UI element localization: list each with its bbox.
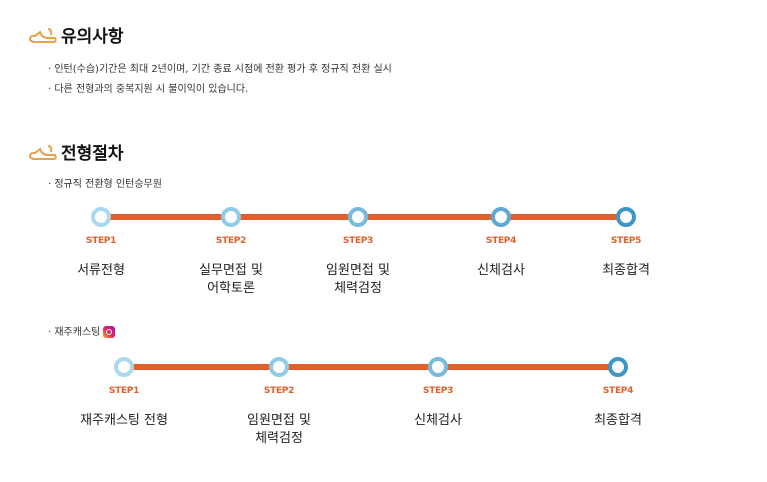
step-label: STEP4 — [602, 386, 634, 396]
step-name: 재주캐스팅 전형 — [80, 412, 168, 430]
track2-label: · 재주캐스팅 — [48, 323, 116, 338]
step-name: 신체검사 — [477, 262, 525, 280]
track1-label: · 정규직 전환형 인턴승무원 — [48, 179, 162, 190]
step-name: 최종합격 — [602, 262, 650, 280]
step-name-line: 체력검정 — [255, 431, 303, 446]
step-marker — [616, 207, 636, 227]
notice-item: · 다른 전형과의 중복지원 시 불이익이 있습니다. — [48, 84, 249, 95]
step-name: 신체검사 — [414, 412, 462, 430]
process-title: 전형절차 — [61, 144, 124, 164]
step-label: STEP5 — [610, 236, 642, 246]
hand-icon — [28, 144, 57, 160]
step-name-line: 재주캐스팅 전형 — [80, 413, 168, 428]
hand-icon — [28, 27, 57, 43]
step-name-line: 최종합격 — [594, 413, 642, 428]
step-name: 최종합격 — [594, 412, 642, 430]
instagram-icon — [103, 326, 116, 338]
step-marker — [221, 207, 241, 227]
step-name-line: 실무면접 및 — [199, 263, 263, 278]
step-name-line: 어학토론 — [207, 281, 255, 296]
step-label: STEP1 — [85, 236, 117, 246]
step-label: STEP2 — [263, 386, 295, 396]
step-label: STEP3 — [342, 236, 374, 246]
track2-timeline — [124, 364, 618, 370]
step-name-line: 서류전형 — [77, 263, 125, 278]
step-name-line: 최종합격 — [602, 263, 650, 278]
step-marker — [91, 207, 111, 227]
step-label: STEP1 — [108, 386, 140, 396]
step-marker — [428, 357, 448, 377]
step-label: STEP3 — [422, 386, 454, 396]
process-heading: 전형절차 — [28, 139, 124, 164]
step-marker — [491, 207, 511, 227]
notice-title: 유의사항 — [61, 27, 124, 47]
step-name-line: 체력검정 — [334, 281, 382, 296]
step-marker — [114, 357, 134, 377]
step-name-line: 신체검사 — [477, 263, 525, 278]
notice-heading: 유의사항 — [28, 22, 124, 47]
step-label: STEP4 — [485, 236, 517, 246]
step-marker — [269, 357, 289, 377]
step-name-line: 임원면접 및 — [326, 263, 390, 278]
step-name-line: 임원면접 및 — [247, 413, 311, 428]
step-marker — [608, 357, 628, 377]
step-name-line: 신체검사 — [414, 413, 462, 428]
step-name: 서류전형 — [77, 262, 125, 280]
step-label: STEP2 — [215, 236, 247, 246]
step-marker — [348, 207, 368, 227]
notice-item: · 인턴(수습)기간은 최대 2년이며, 기간 종료 시점에 전환 평가 후 정… — [48, 64, 392, 75]
